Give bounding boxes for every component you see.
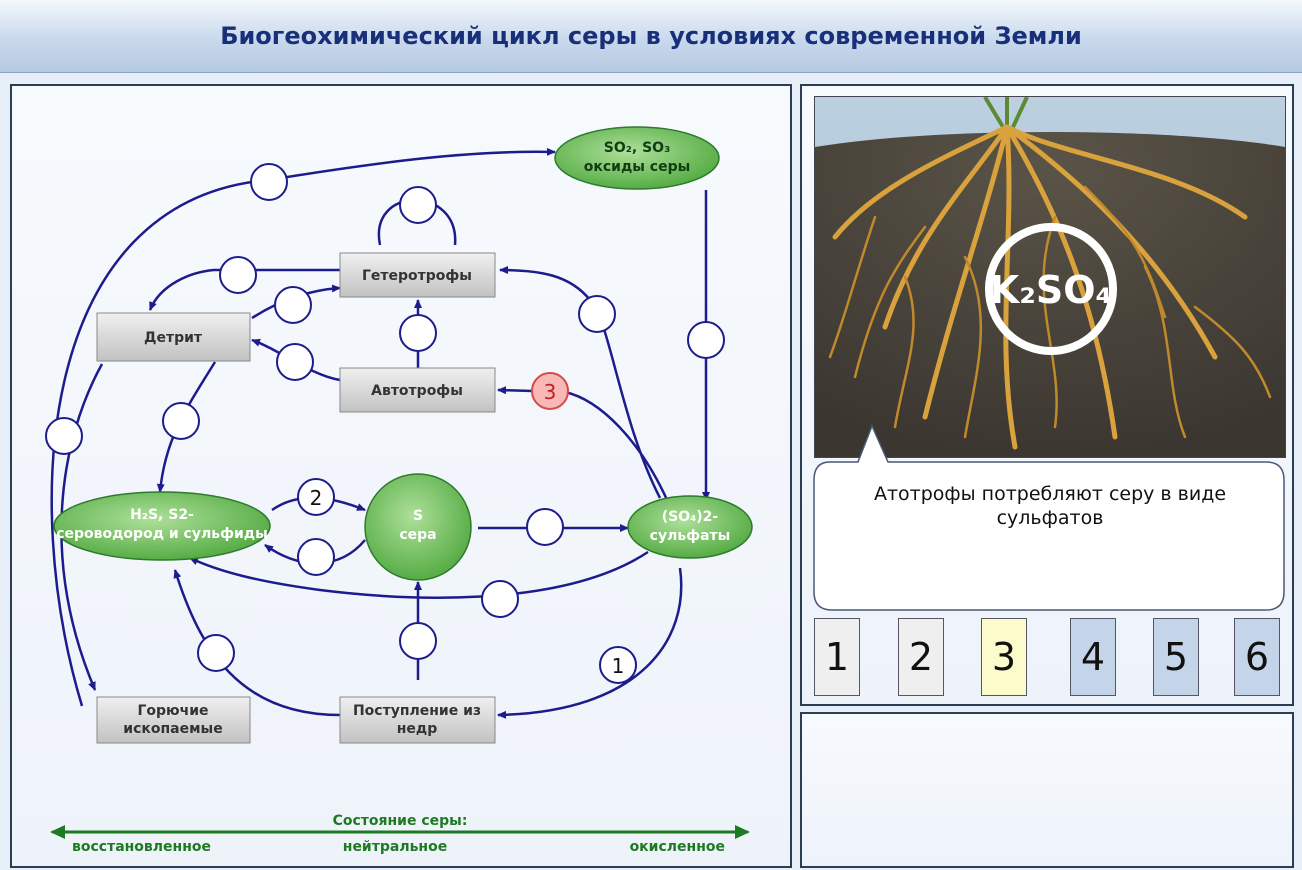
plant-roots-illustration: K₂SO₄ — [814, 96, 1286, 458]
flow-marker-3-highlighted[interactable] — [531, 372, 569, 410]
svg-text:Горючие: Горючие — [137, 703, 208, 719]
arrow-fuels-to-oxides — [50, 147, 556, 707]
step-button-1[interactable]: 1 — [814, 618, 860, 696]
node-from-depths: Поступление из недр — [339, 696, 496, 744]
svg-text:Автотрофы: Автотрофы — [371, 383, 463, 399]
node-sulfates: (SO₄)2- сульфаты — [627, 495, 753, 559]
arrow-detritus-to-fuels — [60, 363, 104, 691]
svg-text:оксиды серы: оксиды серы — [584, 159, 691, 175]
arrow-sulfates-to-h2s — [189, 550, 649, 599]
svg-text:ископаемые: ископаемые — [123, 721, 222, 737]
legend-title: Состояние серы: — [333, 813, 468, 829]
flow-marker-empty[interactable] — [162, 402, 200, 440]
roots-picture: K₂SO₄ — [815, 97, 1285, 457]
svg-text:Поступление из: Поступление из — [353, 703, 481, 719]
node-heterotrophs: Гетеротрофы — [339, 252, 496, 298]
header-bar: Биогеохимический цикл серы в условиях со… — [0, 0, 1302, 73]
arrow-sulfates-to-autotrophs — [497, 386, 670, 503]
page-title: Биогеохимический цикл серы в условиях со… — [220, 22, 1082, 50]
node-detritus: Детрит — [96, 312, 251, 362]
flow-marker-empty[interactable] — [399, 314, 437, 352]
svg-text:H₂S, S2-: H₂S, S2- — [130, 507, 194, 523]
flow-marker-empty[interactable] — [276, 343, 314, 381]
svg-text:Гетеротрофы: Гетеротрофы — [362, 268, 472, 284]
sulfur-state-legend: Состояние серы: восстановленное нейтраль… — [50, 813, 750, 855]
node-sulfur: S сера — [364, 473, 472, 581]
arrow-heterotrophs-to-detritus — [148, 268, 340, 311]
legend-reduced: восстановленное — [72, 839, 211, 855]
flow-marker-1[interactable] — [599, 646, 637, 684]
step-button-3-active[interactable]: 3 — [981, 618, 1027, 696]
flow-marker-empty[interactable] — [399, 622, 437, 660]
marker-2-label: 2 — [310, 486, 323, 510]
svg-text:недр: недр — [397, 721, 438, 737]
step-button-5[interactable]: 5 — [1153, 618, 1199, 696]
svg-text:сульфаты: сульфаты — [650, 528, 731, 544]
legend-neutral: нейтральное — [343, 839, 447, 855]
flow-marker-empty[interactable] — [197, 634, 235, 672]
formula-label: K₂SO₄ — [990, 268, 1112, 312]
flow-marker-empty[interactable] — [45, 417, 83, 455]
flow-marker-empty[interactable] — [481, 580, 519, 618]
arrow-sulfates-to-heterotrophs — [499, 266, 662, 499]
flow-marker-empty[interactable] — [219, 256, 257, 294]
flow-marker-2[interactable] — [297, 478, 335, 516]
svg-text:сероводород и сульфиды: сероводород и сульфиды — [56, 526, 268, 542]
step-button-4[interactable]: 4 — [1070, 618, 1116, 696]
node-sulfur-oxides: SO₂, SO₃ оксиды серы — [554, 126, 720, 190]
flow-marker-empty[interactable] — [274, 286, 312, 324]
marker-3-label: 3 — [544, 380, 557, 404]
flow-marker-empty[interactable] — [297, 538, 335, 576]
caption-text: Атотрофы потребляют серу в виде сульфато… — [873, 483, 1227, 529]
flow-marker-empty[interactable] — [250, 163, 288, 201]
svg-text:(SO₄)2-: (SO₄)2- — [662, 509, 719, 525]
svg-text:сера: сера — [399, 527, 436, 543]
arrow-depths-to-h2s — [173, 569, 341, 717]
node-hydrogen-sulfide: H₂S, S2- сероводород и сульфиды — [53, 491, 271, 561]
secondary-panel — [800, 712, 1294, 868]
step-button-6[interactable]: 6 — [1234, 618, 1280, 696]
flow-marker-empty[interactable] — [578, 295, 616, 333]
node-autotrophs: Автотрофы — [339, 367, 496, 413]
step-button-2[interactable]: 2 — [898, 618, 944, 696]
marker-1-label: 1 — [612, 654, 625, 678]
svg-text:Детрит: Детрит — [144, 330, 203, 346]
node-fossil-fuels: Горючие ископаемые — [96, 696, 251, 744]
flow-marker-empty[interactable] — [687, 321, 725, 359]
svg-text:S: S — [413, 508, 423, 524]
flow-marker-empty[interactable] — [526, 508, 564, 546]
legend-oxidized: окисленное — [630, 839, 725, 855]
svg-text:SO₂, SO₃: SO₂, SO₃ — [604, 140, 670, 156]
arrow-sulfates-to-depths — [497, 567, 683, 719]
flow-marker-empty[interactable] — [399, 186, 437, 224]
